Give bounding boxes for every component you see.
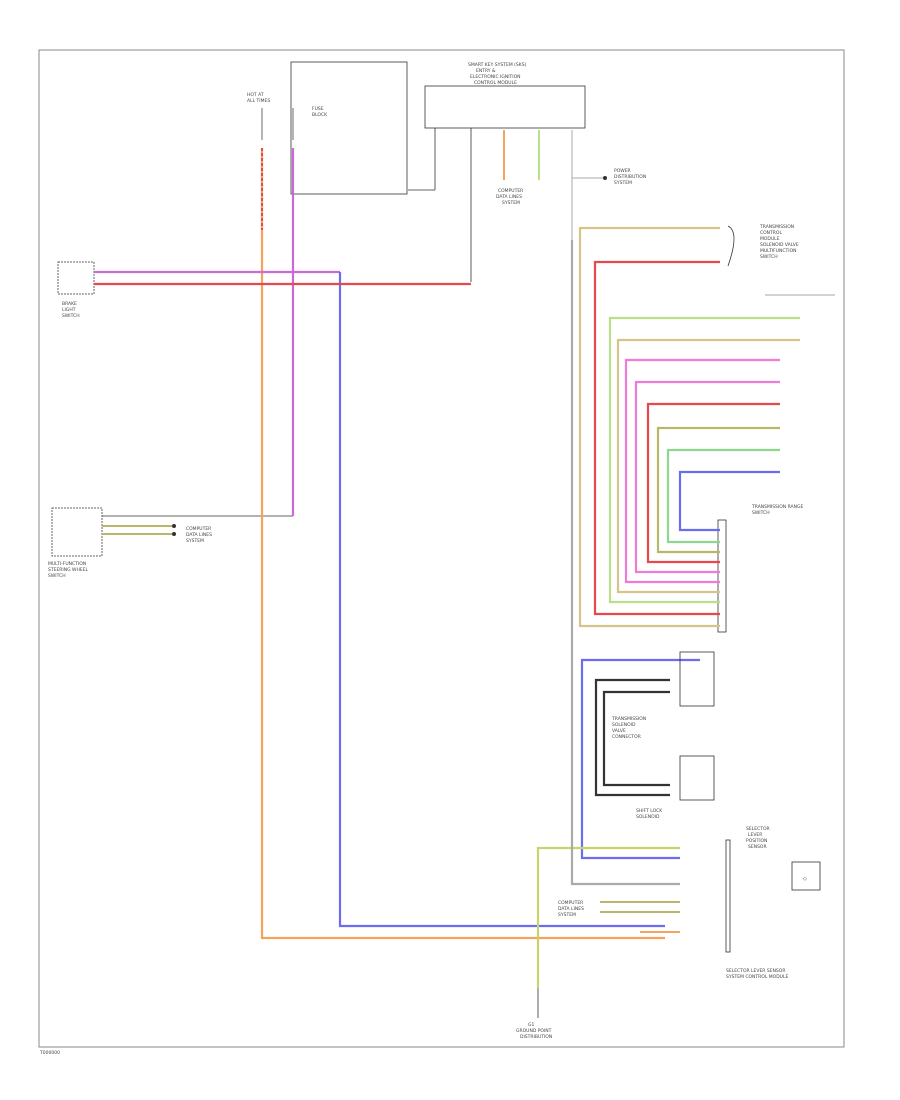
footer-id: T000000 <box>39 1050 60 1056</box>
steering-label-3: SWITCH <box>48 573 66 579</box>
selector-label-3: POSITION <box>746 838 767 844</box>
sks-label-3: ELECTRONIC IGNITION <box>470 74 521 80</box>
sks-label-1: SMART KEY SYSTEM (SKS) <box>468 62 527 68</box>
brake-switch: BRAKE LIGHT SWITCH <box>57 261 95 319</box>
fuse-label-2: ALL TIMES <box>247 98 270 104</box>
inline-label-1: TRANSMISSION <box>611 716 646 722</box>
brake-label-2: LIGHT <box>62 307 76 313</box>
comm-2-b: DATA LINES <box>186 532 212 538</box>
selector-label-2: LEVER <box>748 832 762 838</box>
power-dist-b: DISTRIBUTION <box>614 174 646 180</box>
comm-3-b: DATA LINES <box>558 906 584 912</box>
shift-lock-label-1: SHIFT LOCK <box>636 808 663 814</box>
fuse-block: HOT AT ALL TIMES FUSE BLOCK <box>247 61 408 195</box>
selector-label-4: SENSOR <box>748 844 767 850</box>
comm-2-c: SYSTEM <box>186 538 204 544</box>
tcm-label-2: SWITCH <box>752 510 770 516</box>
comm-1-a: COMPUTER <box>498 188 523 194</box>
shift-lock-block: TRANSMISSION SOLENOID VALVE CONNECTOR SH… <box>594 651 715 820</box>
main-wires <box>94 148 665 940</box>
brake-label-3: SWITCH <box>62 313 80 319</box>
selector-module: ◇ SELECTOR LEVER POSITION SENSOR SELECTO… <box>516 240 821 1040</box>
comm-2-a: COMPUTER <box>186 526 211 532</box>
steering-switch: MULTI-FUNCTION STEERING WHEEL SWITCH COM… <box>48 507 293 579</box>
sks-label-4: CONTROL MODULE <box>474 80 517 86</box>
steering-label-1: MULTI-FUNCTION <box>48 561 86 567</box>
fuse-label-1: HOT AT <box>247 92 264 98</box>
inline-label-4: CONNECTOR <box>612 734 641 740</box>
right-connector-5: MULTIFUNCTION <box>760 248 797 254</box>
comm-1-b: DATA LINES <box>496 194 522 200</box>
right-connector-3: MODULE <box>760 236 780 242</box>
right-connector-2: CONTROL <box>760 230 782 236</box>
ground-label-2: GROUND POINT <box>516 1028 552 1034</box>
steering-label-2: STEERING WHEEL <box>48 567 89 573</box>
right-connector-1: TRANSMISSION <box>759 224 794 230</box>
sks-control-module: SMART KEY SYSTEM (SKS) ENTRY & ELECTRONI… <box>408 62 586 282</box>
sks-label-2: ENTRY & <box>476 68 496 74</box>
comm-3-c: SYSTEM <box>558 912 576 918</box>
selector-module-label-2: SYSTEM CONTROL MODULE <box>726 974 788 980</box>
comm-1-c: SYSTEM <box>502 200 520 206</box>
inline-label-2: SOLENOID <box>612 722 636 728</box>
fuse-label-3: FUSE <box>312 106 324 112</box>
right-harness: TRANSMISSION CONTROL MODULE SOLENOID VAL… <box>578 224 835 860</box>
power-dist-c: SYSTEM <box>614 180 632 186</box>
shift-lock-label-2: SOLENOID <box>636 814 660 820</box>
brake-label-1: BRAKE <box>62 301 77 307</box>
selector-sensor-glyph: ◇ <box>803 876 807 882</box>
right-connector-6: SWITCH <box>760 254 778 260</box>
diagram-frame <box>38 49 845 1048</box>
fuse-label-4: BLOCK <box>312 112 328 118</box>
selector-label-1: SELECTOR <box>746 826 770 832</box>
ground-label-1: G1 <box>528 1022 534 1028</box>
ground-label-3: DISTRIBUTION <box>520 1034 552 1040</box>
comm-3-a: COMPUTER <box>558 900 583 906</box>
power-dist-a: POWER <box>614 168 631 174</box>
inline-label-3: VALVE <box>612 728 626 734</box>
tcm-label-1: TRANSMISSION RANGE <box>751 504 803 510</box>
selector-module-label-1: SELECTOR LEVER SENSOR <box>726 968 785 974</box>
right-connector-4: SOLENOID VALVE <box>760 242 799 248</box>
